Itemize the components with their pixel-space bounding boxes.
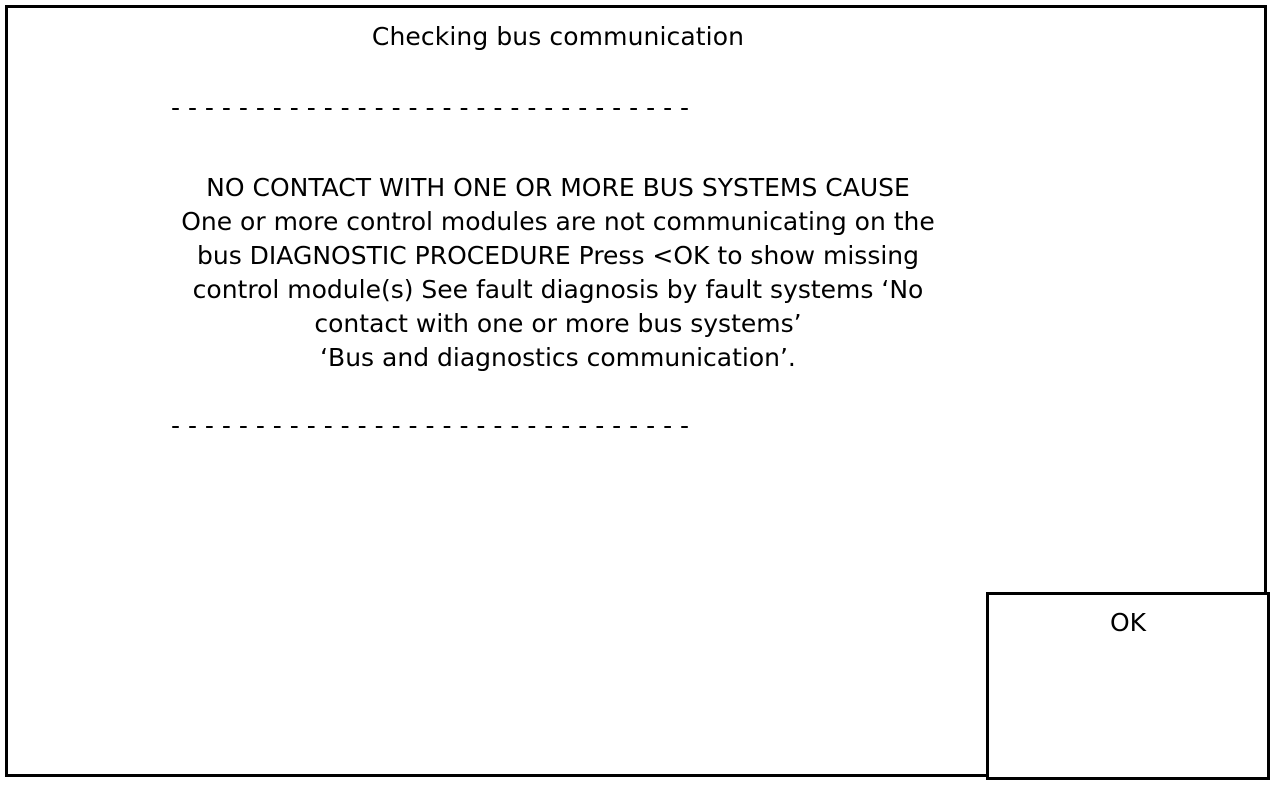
message-body: NO CONTACT WITH ONE OR MORE BUS SYSTEMS … (8, 171, 1108, 375)
separator-bottom: - - - - - - - - - - - - - - - - - - - - … (171, 418, 690, 434)
separator-top: - - - - - - - - - - - - - - - - - - - - … (171, 100, 690, 116)
dialog-title: Checking bus communication (371, 22, 745, 51)
message-line: control module(s) See fault diagnosis by… (192, 275, 924, 304)
ok-button[interactable]: OK (986, 592, 1270, 780)
message-line: NO CONTACT WITH ONE OR MORE BUS SYSTEMS … (206, 173, 910, 202)
message-line: One or more control modules are not comm… (181, 207, 935, 236)
message-line: contact with one or more bus systems’ (314, 309, 802, 338)
message-line: ‘Bus and diagnostics communication’. (320, 343, 796, 372)
message-line: bus DIAGNOSTIC PROCEDURE Press <OK to sh… (197, 241, 919, 270)
dialog-frame: Checking bus communication - - - - - - -… (5, 5, 1270, 780)
ok-button-label: OK (1109, 608, 1147, 637)
